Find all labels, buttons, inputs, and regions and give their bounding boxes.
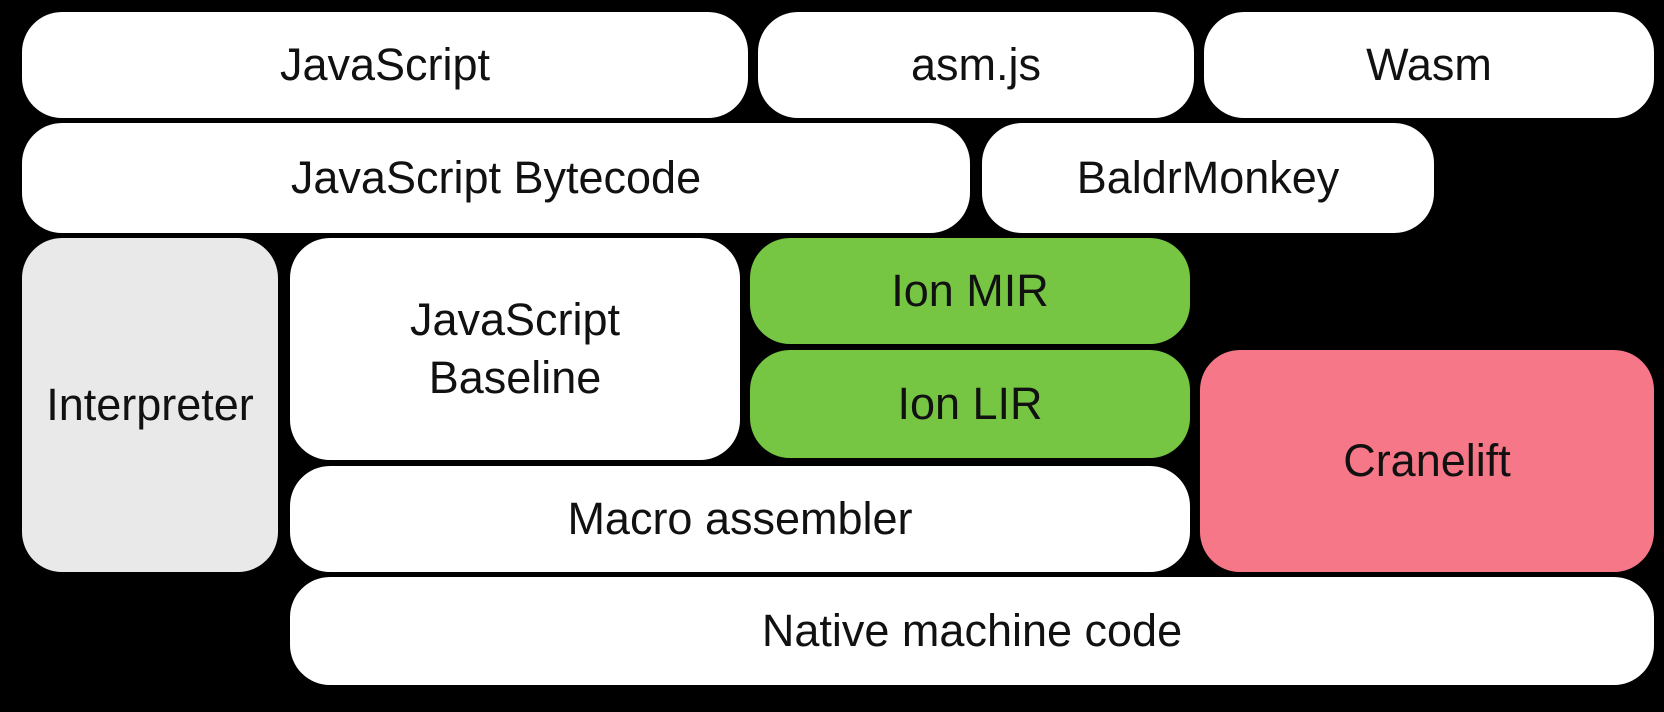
box-javascript: JavaScript bbox=[22, 12, 748, 118]
box-javascript-baseline: JavaScript Baseline bbox=[290, 238, 740, 460]
box-asmjs: asm.js bbox=[758, 12, 1194, 118]
box-interpreter: Interpreter bbox=[22, 238, 278, 572]
box-wasm: Wasm bbox=[1204, 12, 1654, 118]
box-native-machine-code: Native machine code bbox=[290, 577, 1654, 685]
box-baldrmonkey: BaldrMonkey bbox=[982, 123, 1434, 233]
box-macro-assembler: Macro assembler bbox=[290, 466, 1190, 572]
box-ion-lir: Ion LIR bbox=[750, 350, 1190, 458]
box-cranelift: Cranelift bbox=[1200, 350, 1654, 572]
box-ion-mir: Ion MIR bbox=[750, 238, 1190, 344]
box-javascript-bytecode: JavaScript Bytecode bbox=[22, 123, 970, 233]
